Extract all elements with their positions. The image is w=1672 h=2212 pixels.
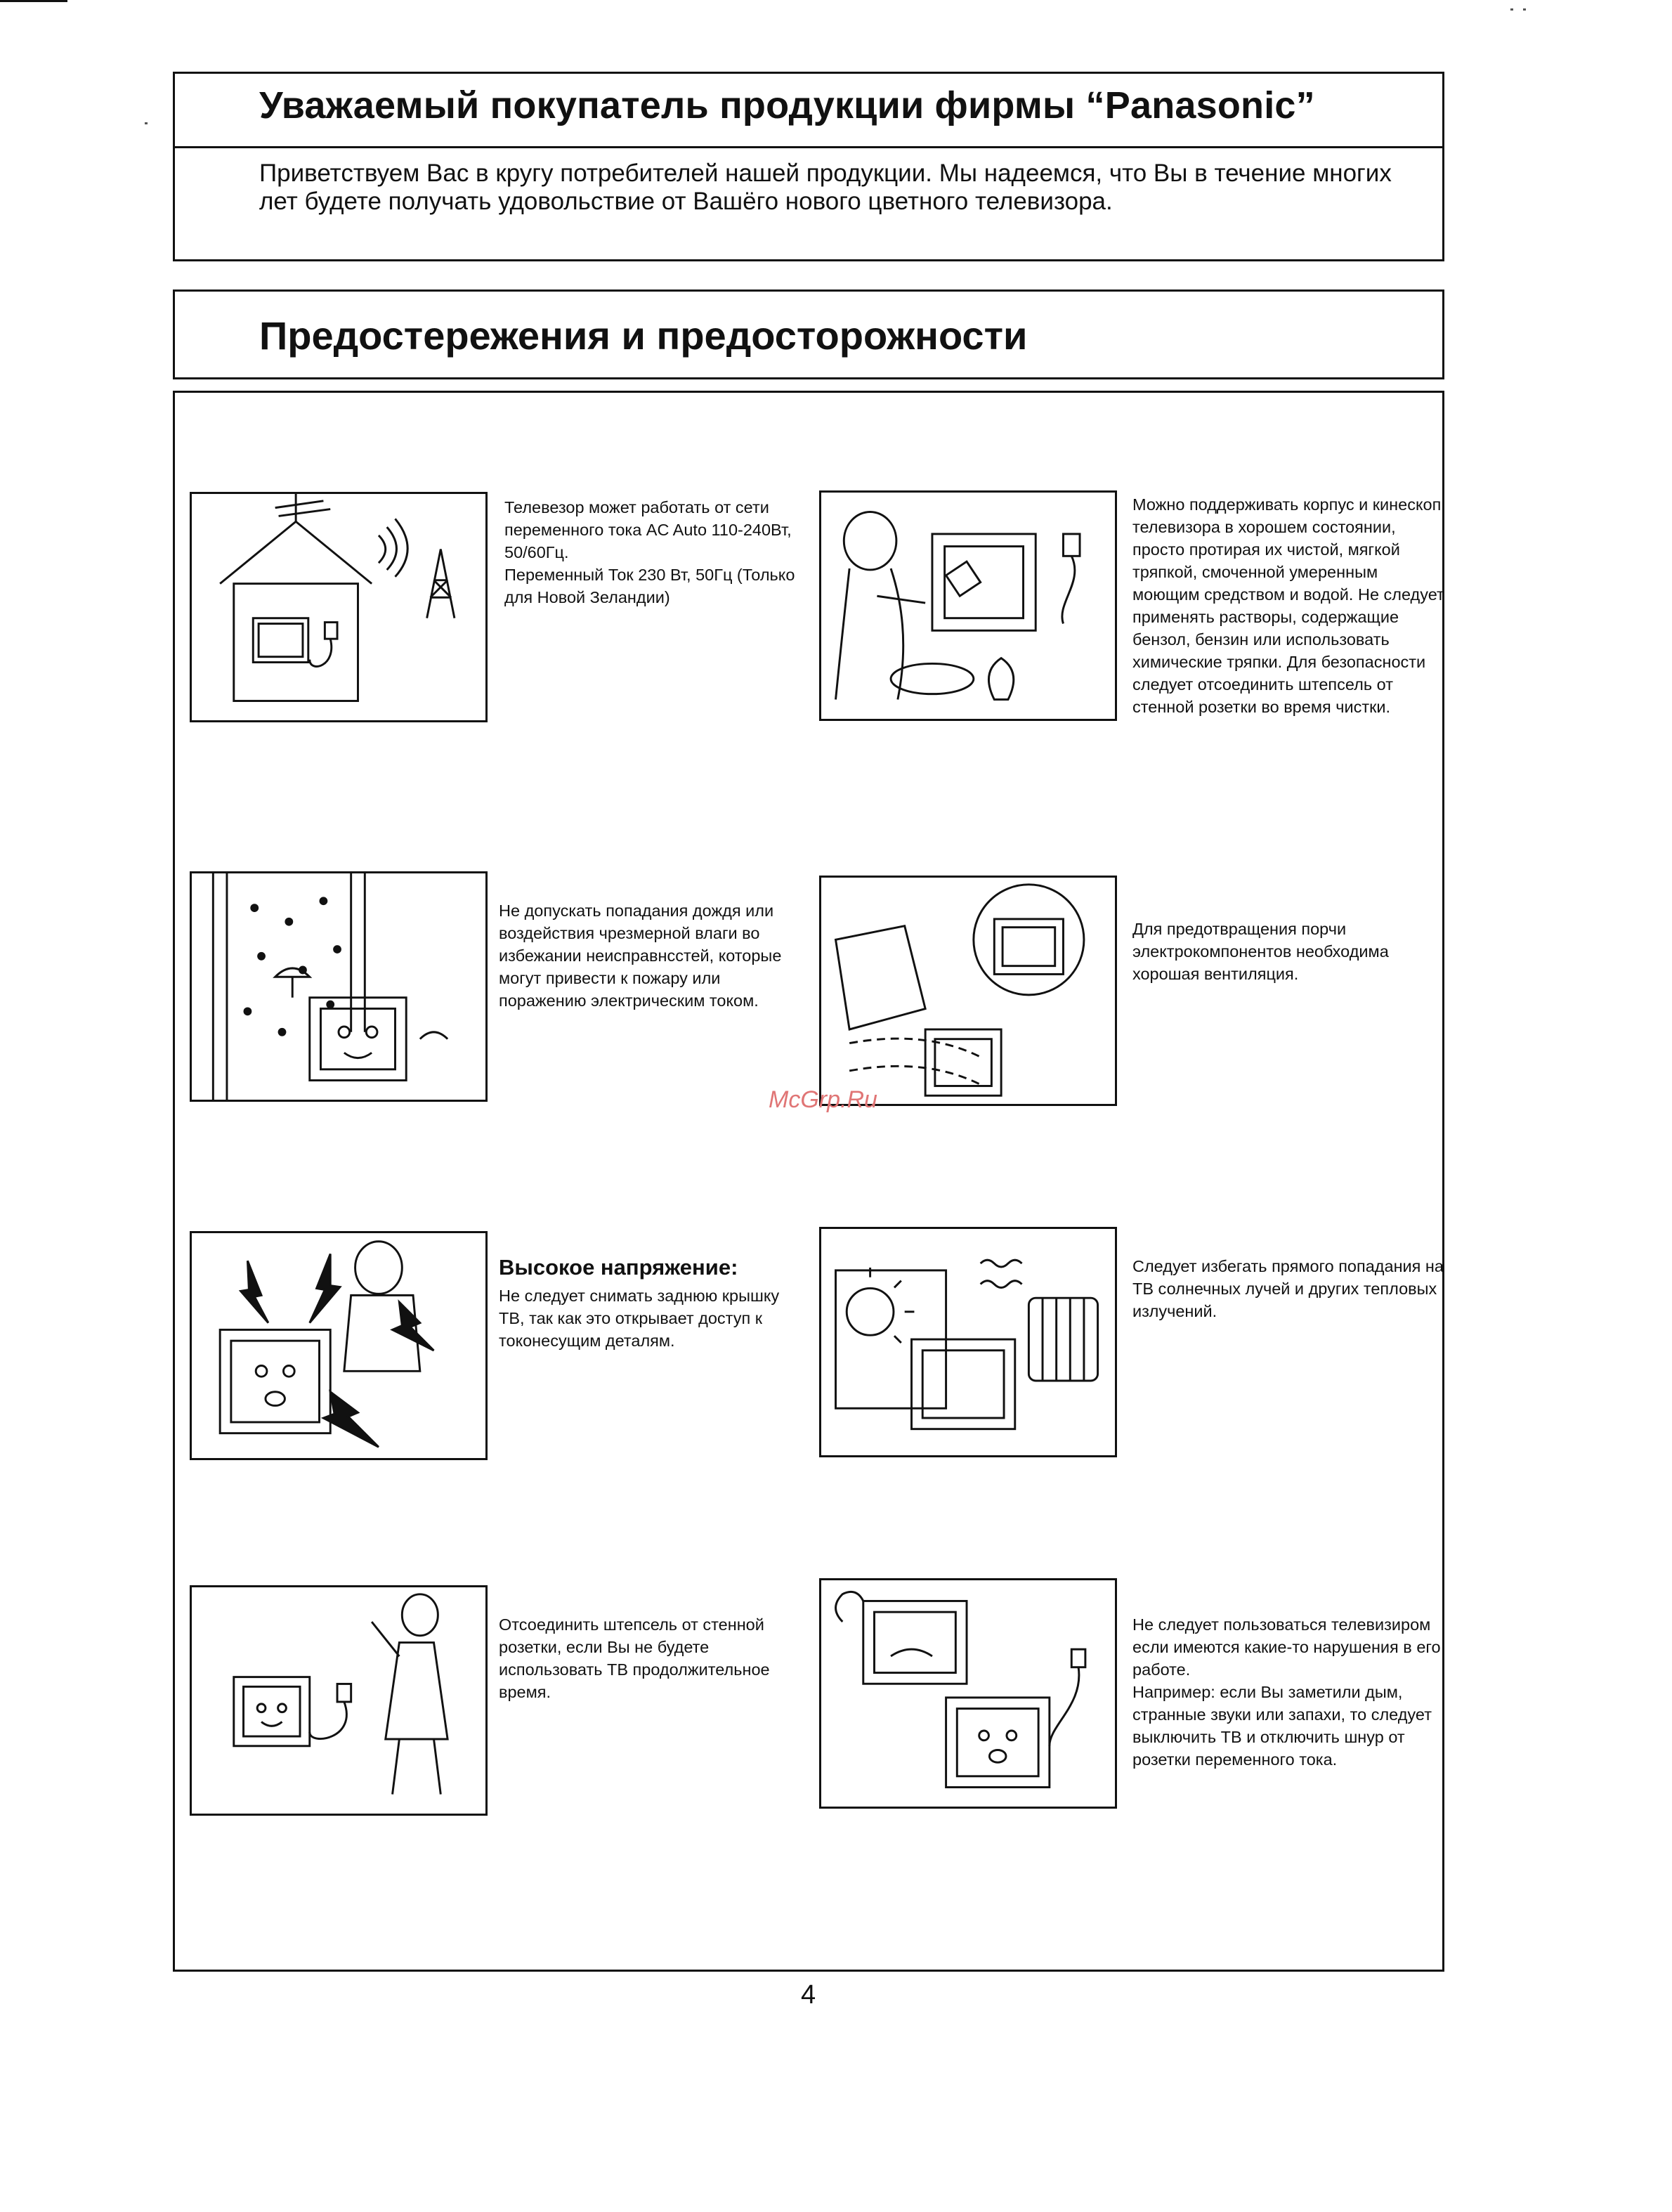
scan-speck [1523, 8, 1526, 11]
precautions-header: Предостережения и предосторожности [173, 289, 1444, 379]
high-voltage-text-block: Высокое напряжение: Не следует снимать з… [499, 1254, 808, 1352]
power-supply-illustration [190, 492, 488, 722]
cleaning-illustration [819, 490, 1117, 721]
ventilation-text: Для предотвращения порчи электрокомпонен… [1132, 920, 1389, 983]
welcome-title: Уважаемый покупатель продукции фирмы “Pa… [259, 84, 1315, 126]
high-voltage-heading: Высокое напряжение: [499, 1255, 738, 1280]
welcome-text: Приветствуем Вас в кругу потребителей на… [259, 160, 1392, 215]
unplug-text: Отсоединить штепсель от стенной розетки,… [499, 1615, 770, 1701]
high-voltage-text: Не следует снимать заднюю крышку ТВ, так… [499, 1287, 780, 1350]
watermark: McGrp.Ru [769, 1086, 877, 1113]
malfunction-text: Не следует пользоваться телевизиром если… [1132, 1615, 1441, 1769]
welcome-box: Уважаемый покупатель продукции фирмы “Pa… [173, 72, 1444, 261]
high-voltage-illustration [190, 1231, 488, 1460]
heat-text: Следует избегать прямого попадания на ТВ… [1132, 1257, 1444, 1320]
rain-text: Не допускать попадания дождя или воздейс… [499, 902, 782, 1010]
power-supply-text: Телевезор может работать от сети перемен… [504, 498, 795, 606]
malfunction-illustration [819, 1578, 1117, 1809]
cleaning-text: Можно поддерживать корпус и кинескоп тел… [1132, 495, 1444, 716]
scan-edge-mark [0, 0, 67, 2]
precautions-title: Предостережения и предосторожности [259, 313, 1028, 358]
ventilation-illustration [819, 876, 1117, 1106]
rain-illustration [190, 871, 488, 1102]
unplug-illustration [190, 1585, 488, 1816]
heat-illustration [819, 1227, 1117, 1457]
scan-speck [1510, 8, 1513, 11]
welcome-header: Уважаемый покупатель продукции фирмы “Pa… [175, 74, 1442, 148]
page-number: 4 [801, 1980, 816, 2010]
scan-speck [145, 122, 148, 124]
